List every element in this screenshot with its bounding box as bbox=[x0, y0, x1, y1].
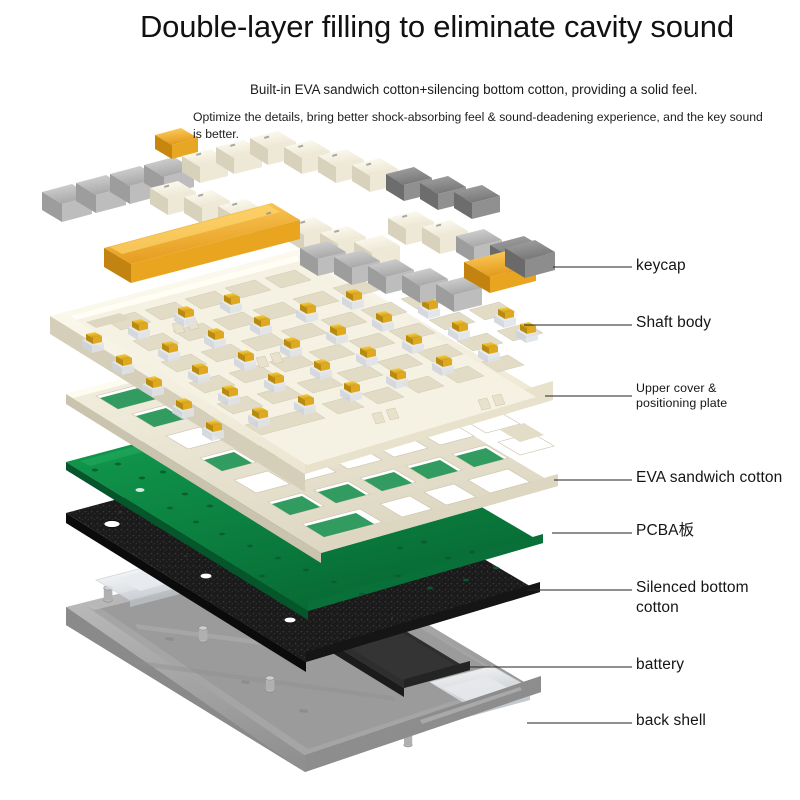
callout-label-eva-cotton: EVA sandwich cotton bbox=[636, 469, 783, 486]
callout-label-silenced-foam: Silenced bottom cotton bbox=[636, 579, 749, 616]
layer-eva-sandwich-cotton bbox=[66, 332, 558, 563]
callout-label-back-shell: back shell bbox=[636, 712, 706, 729]
keycap-row-d-spacebar bbox=[104, 203, 300, 283]
page-title: Double-layer filling to eliminate cavity… bbox=[140, 9, 734, 44]
callout-label-keycap: keycap bbox=[636, 257, 686, 274]
keycap-row-e bbox=[300, 240, 555, 312]
keycap-row-a bbox=[42, 128, 198, 222]
callout-label-pcba: PCBA板 bbox=[636, 522, 695, 539]
leader-lines bbox=[460, 266, 632, 724]
layer-battery bbox=[300, 607, 470, 697]
page-subtitle-secondary: Optimize the details, bring better shock… bbox=[193, 110, 763, 141]
callout-label-upper-cover: Upper cover & positioning plate bbox=[636, 381, 728, 411]
callout-label-shaft-body: Shaft body bbox=[636, 314, 712, 331]
layer-silenced-bottom-cotton bbox=[66, 450, 540, 672]
page-subtitle: Built-in EVA sandwich cotton+silencing b… bbox=[250, 82, 698, 97]
keycap-row-b bbox=[182, 131, 500, 219]
layer-back-shell bbox=[66, 546, 541, 772]
layer-keycap bbox=[42, 128, 555, 312]
layer-upper-cover bbox=[50, 249, 553, 492]
keycap-row-c bbox=[150, 181, 546, 276]
callout-label-battery: battery bbox=[636, 656, 685, 673]
layer-shaft-body bbox=[82, 289, 538, 441]
layer-pcba bbox=[66, 400, 543, 620]
switch-array bbox=[82, 289, 538, 441]
